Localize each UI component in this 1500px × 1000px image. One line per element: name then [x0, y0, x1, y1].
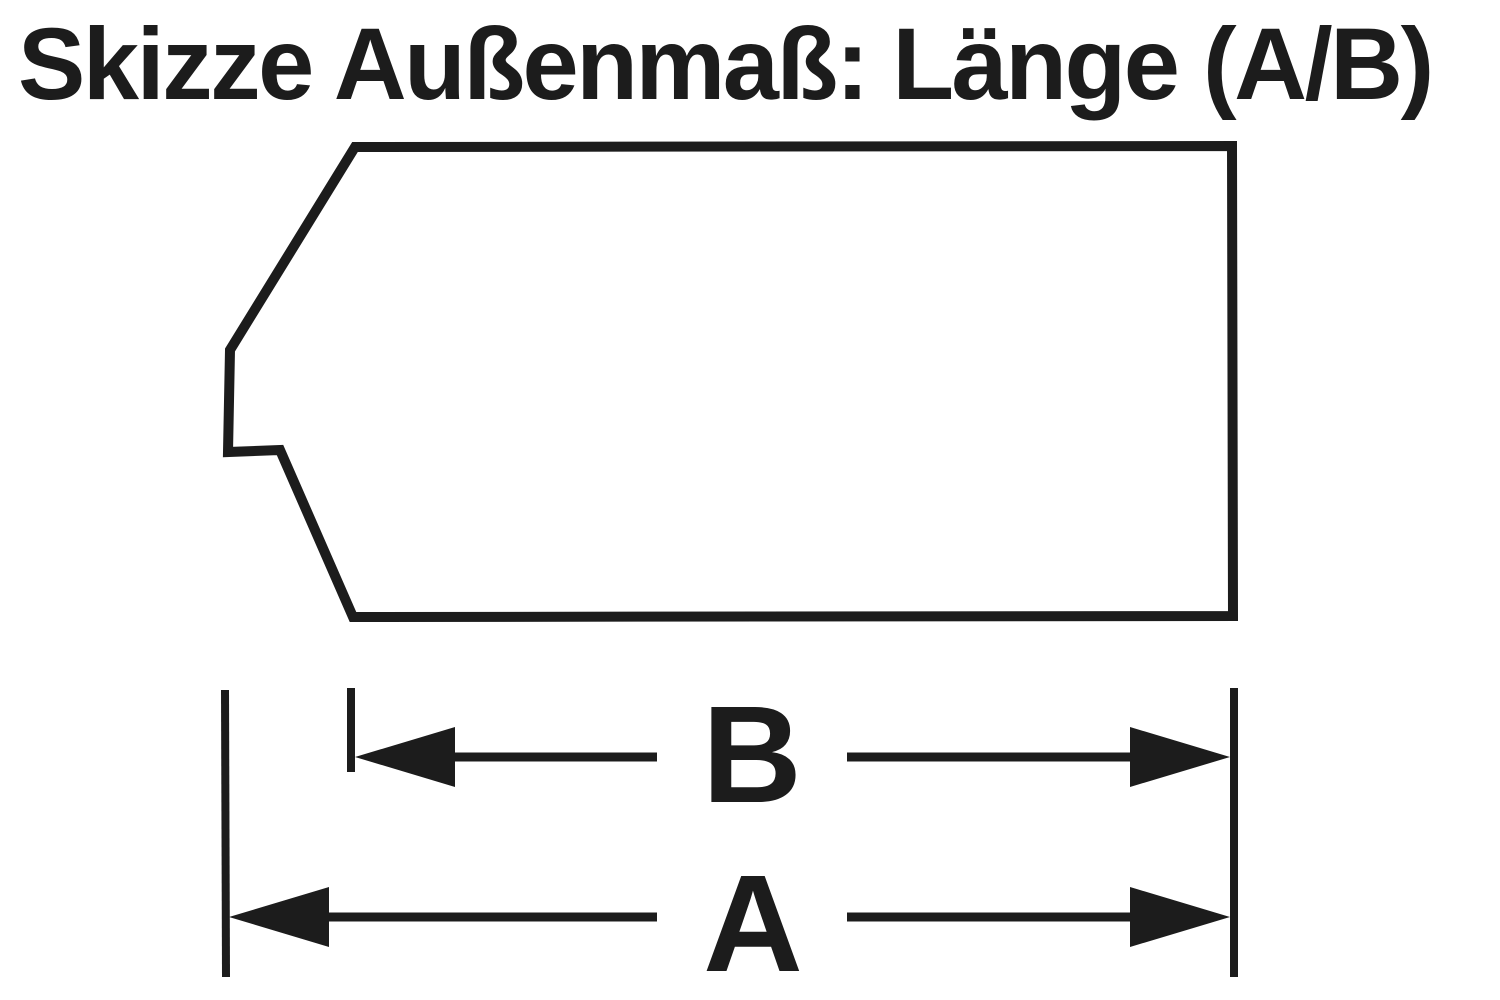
- bin-side-profile-outline: [222, 140, 1239, 623]
- arrowhead-b-left-icon: [355, 727, 455, 787]
- arrowhead-a-right-icon: [1130, 887, 1230, 947]
- sketch-title: Skizze Außenmaß: Länge (A/B): [18, 7, 1434, 121]
- arrowhead-a-left-icon: [229, 887, 329, 947]
- arrowhead-b-right-icon: [1130, 727, 1230, 787]
- dimension-label-b: B: [702, 678, 802, 832]
- extension-line-left-a: [221, 689, 230, 978]
- dimension-label-a: A: [703, 847, 803, 1000]
